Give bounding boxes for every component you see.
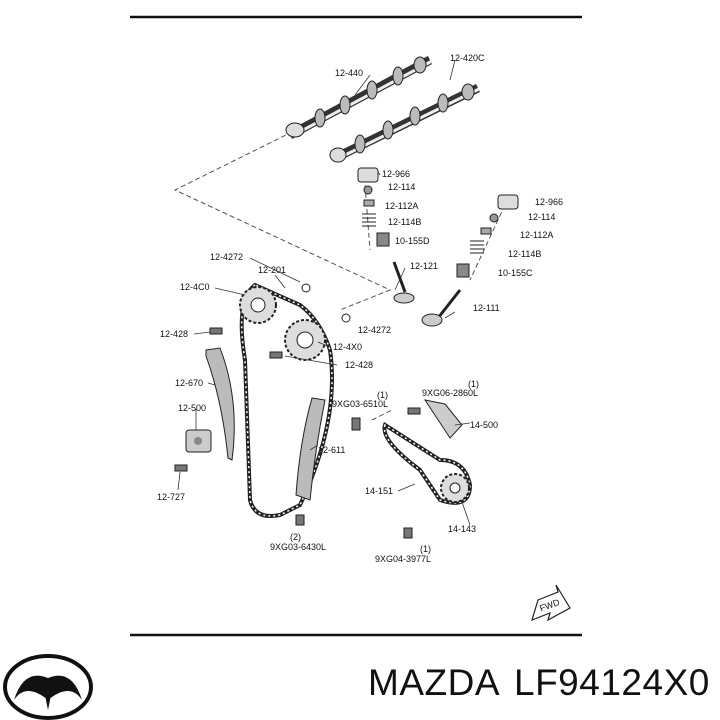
label-12-114-b: 12-114: [528, 212, 555, 222]
label-12-670: 12-670: [175, 378, 203, 388]
bolt-6510l-icon: [351, 417, 361, 431]
brand-name: MAZDA: [368, 662, 500, 703]
valve-head-left-icon: [393, 292, 415, 304]
tappet-left-icon: [357, 167, 379, 183]
label-12-114-a: 12-114: [388, 182, 415, 192]
label-3977l-qty: (1): [420, 544, 431, 554]
label-12-500: 12-500: [178, 403, 206, 413]
label-12-112a-a: 12-112A: [385, 201, 418, 211]
oil-pump-tensioner-icon: [423, 399, 463, 439]
bolt-12-727-icon: [174, 464, 188, 472]
part-labels: 12-440 12-420C 12-966 12-114 12-112A 12-…: [157, 53, 563, 564]
spring-left-icon: [362, 213, 376, 227]
label-12-966-a: 12-966: [382, 169, 410, 179]
label-12-4x0: 12-4X0: [333, 342, 362, 352]
seal-left-icon: [376, 232, 390, 247]
bolt-12-428a-icon: [209, 327, 223, 335]
camshaft-exhaust: [285, 56, 433, 139]
label-12-4272-b: 12-4272: [358, 325, 391, 335]
label-12-114b-a: 12-114B: [388, 217, 421, 227]
sprocket-4x0-icon: [284, 319, 326, 361]
label-9xg04-3977l: 9XG04-3977L: [375, 554, 431, 564]
brand-caption: MAZDA LF94124X0: [368, 662, 720, 704]
label-14-151: 14-151: [365, 486, 393, 496]
label-12-4272-a: 12-4272: [210, 252, 243, 262]
spring-right-icon: [470, 240, 484, 254]
label-12-4c0: 12-4C0: [180, 282, 210, 292]
washer-4272b-icon: [341, 313, 351, 323]
shim-right-icon: [489, 213, 499, 223]
label-12-966-b: 12-966: [535, 197, 563, 207]
chain-guide-611-icon: [295, 397, 326, 501]
label-12-114b-b: 12-114B: [508, 249, 541, 259]
bolt-6430l-icon: [295, 514, 305, 526]
valve-stem-right: [436, 289, 462, 319]
tappet-right-icon: [497, 194, 519, 210]
washer-4272a-icon: [301, 283, 311, 293]
shim-left-icon: [363, 185, 373, 195]
label-6430l-qty: (2): [290, 532, 301, 542]
label-10-155d: 10-155D: [395, 236, 430, 246]
label-9xg03-6430l: 9XG03-6430L: [270, 542, 326, 552]
label-14-500: 14-500: [470, 420, 498, 430]
tensioner-icon: [185, 429, 212, 453]
bolt-12-428b-icon: [269, 351, 283, 359]
label-12-428-a: 12-428: [160, 329, 188, 339]
label-14-143: 14-143: [448, 524, 476, 534]
label-12-111: 12-111: [473, 303, 500, 313]
label-12-121: 12-121: [410, 261, 438, 271]
oil-pump-sprocket-icon: [440, 473, 470, 503]
label-12-428-b: 12-428: [345, 360, 373, 370]
seal-right-icon: [456, 263, 470, 278]
label-9xg06-2860l: 9XG06-2860L: [422, 388, 478, 398]
bolt-2860l-icon: [407, 407, 421, 415]
fwd-arrow-icon: FWD: [531, 584, 571, 622]
label-12-112a-b: 12-112A: [520, 230, 553, 240]
valve-train-right: [421, 194, 519, 327]
mazda-logo-icon: [3, 654, 93, 720]
valve-stem-left: [392, 261, 407, 293]
label-12-727: 12-727: [157, 492, 185, 502]
label-2860l-qty: (1): [468, 379, 479, 389]
label-12-420c: 12-420C: [450, 53, 485, 63]
label-9xg03-6510l: 9XG03-6510L: [332, 399, 388, 409]
label-12-201: 12-201: [258, 265, 286, 275]
label-6510l-qty: (1): [377, 390, 388, 400]
label-10-155c: 10-155C: [498, 268, 533, 278]
retainer-left-icon: [363, 199, 375, 207]
timing-chain: [239, 282, 334, 518]
valve-head-right-icon: [421, 313, 443, 327]
oil-pump-chain: [382, 421, 473, 505]
valve-train-left: [357, 167, 415, 304]
bolt-3977l-icon: [403, 527, 413, 539]
label-12-611: 12-611: [318, 445, 345, 455]
camshaft-intake: [329, 83, 480, 163]
sprocket-4c0-icon: [239, 286, 277, 324]
retainer-right-icon: [480, 227, 492, 235]
chain-guide-670-icon: [205, 347, 235, 461]
part-number: LF94124X0: [514, 662, 710, 703]
leader-lines: [177, 59, 471, 526]
label-12-440: 12-440: [335, 68, 363, 78]
